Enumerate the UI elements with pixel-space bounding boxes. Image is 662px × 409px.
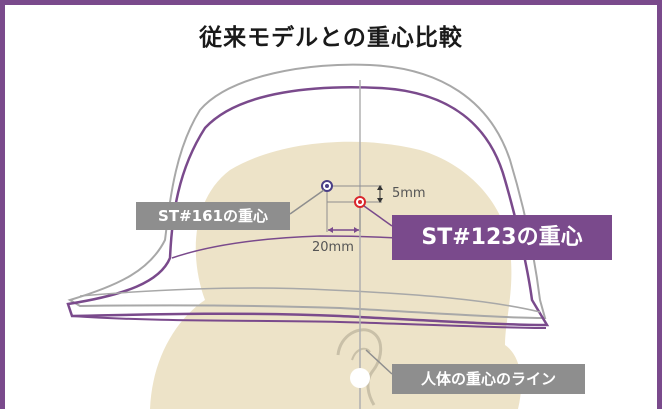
helmet-old-brim-line	[79, 287, 541, 313]
dim-20mm-arrowhead-left	[328, 227, 333, 233]
helmet-old-outline	[67, 63, 547, 320]
frame-left-border	[0, 0, 5, 409]
ear-outline	[336, 328, 383, 406]
frame-top-border	[0, 0, 662, 5]
dim-20mm-arrowhead-right	[354, 227, 359, 233]
old-cog-label: ST#161の重心	[136, 202, 290, 230]
dim-5mm-arrowhead-bottom	[377, 198, 383, 203]
frame-right-border	[657, 0, 662, 409]
vertical-offset-label: 5mm	[392, 186, 426, 201]
new-cog-label: ST#123の重心	[392, 215, 612, 260]
human-line-leader	[365, 349, 393, 375]
new-cog-marker-dot	[358, 200, 362, 204]
new-cog-leader	[363, 205, 393, 227]
dim-5mm-arrowhead-top	[377, 185, 383, 190]
human-cog-marker	[350, 368, 370, 388]
old-cog-leader	[289, 189, 325, 215]
page-title: 従来モデルとの重心比較	[199, 25, 463, 51]
human-cog-line-label: 人体の重心のライン	[392, 364, 585, 394]
helmet-new-brim-line	[71, 315, 547, 329]
ear-inner	[351, 347, 371, 361]
old-cog-marker-dot	[325, 184, 329, 188]
horizontal-offset-label: 20mm	[312, 240, 354, 255]
